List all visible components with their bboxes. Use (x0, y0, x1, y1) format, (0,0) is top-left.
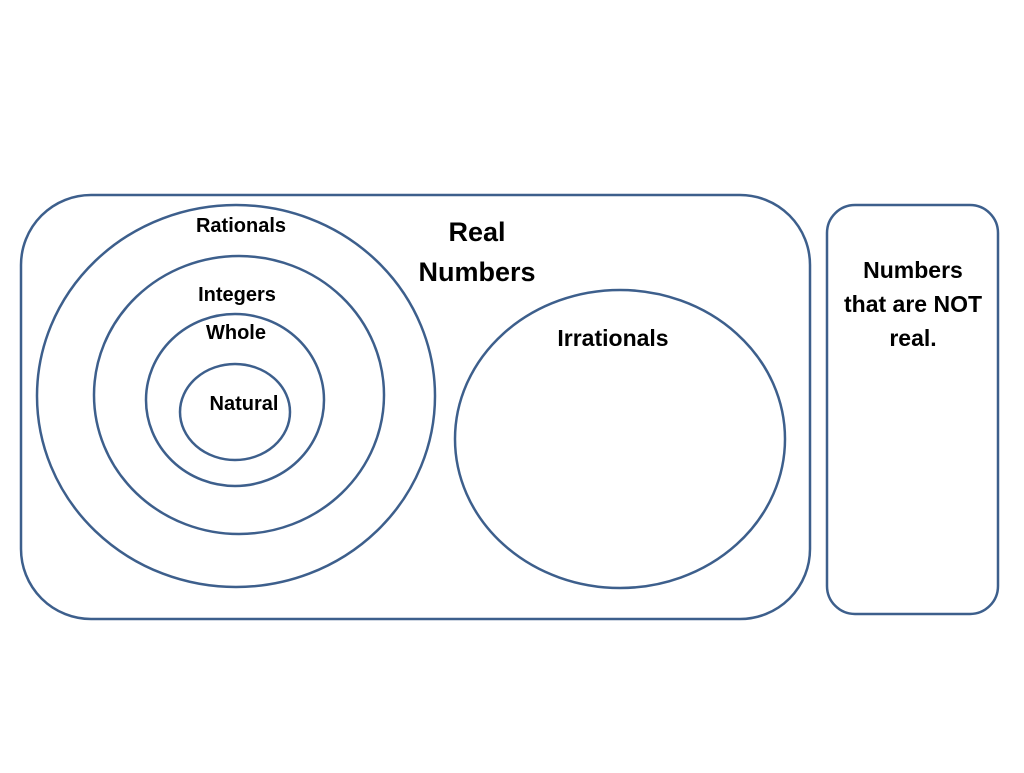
real-numbers-title: Real Numbers (402, 212, 552, 292)
natural-label: Natural (209, 393, 279, 415)
real-numbers-title-line2: Numbers (418, 257, 536, 287)
not-real-label-line3: real. (889, 325, 937, 351)
integers-circle (92, 254, 386, 536)
not-real-box (825, 203, 1000, 616)
whole-label: Whole (206, 322, 266, 344)
real-numbers-title-line1: Real (448, 217, 506, 247)
rationals-label: Rationals (195, 215, 287, 237)
integers-label: Integers (198, 284, 276, 306)
not-real-label-line2: that are NOT (843, 291, 983, 317)
irrationals-label: Irrationals (557, 325, 669, 351)
real-numbers-box (19, 193, 812, 621)
rationals-circle (35, 203, 437, 589)
natural-circle (178, 362, 292, 462)
not-real-label-line1: Numbers (863, 257, 963, 283)
irrationals-circle (453, 288, 787, 590)
not-real-label: Numbers that are NOT real. (830, 253, 996, 355)
whole-circle (144, 312, 326, 488)
